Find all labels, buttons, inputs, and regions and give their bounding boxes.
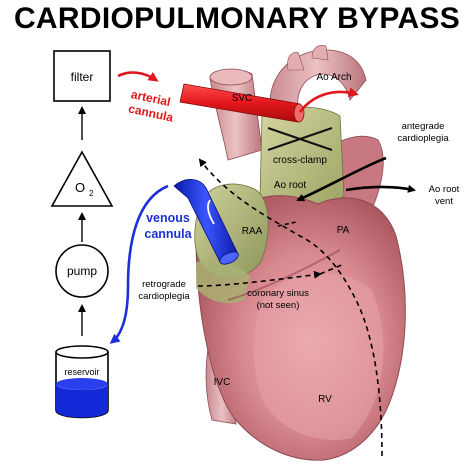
svc-label: SVC [232, 93, 253, 104]
antegrade-label-1: antegrade [402, 121, 445, 132]
reservoir-blood-surface [56, 378, 108, 390]
filter-label: filter [71, 70, 94, 84]
dashed-paths [197, 158, 383, 457]
rv-region [253, 273, 384, 441]
ao-root-label: Ao root [274, 180, 306, 191]
retrograde-label-2: cardioplegia [138, 291, 190, 302]
rv-label: RV [318, 394, 332, 405]
arch-branch-1 [287, 51, 305, 71]
raa-label: RAA [242, 226, 263, 237]
retrograde-path [197, 270, 322, 287]
heart-illustration [194, 45, 406, 461]
venous-cannula-label-1: venous [146, 211, 190, 225]
cross-clamp-label: cross-clamp [273, 155, 327, 166]
pa-label: PA [337, 225, 350, 236]
coronary-venous-path [198, 158, 383, 457]
root-lines: antegrade cardioplegia Ao root vent [296, 121, 460, 207]
retrograde-label-1: retrograde [142, 279, 186, 290]
raa-path [277, 221, 297, 227]
venous-return-arrow [109, 184, 169, 344]
ao-root-vent-label-1: Ao root [429, 184, 460, 195]
ao-root-vent-label-2: vent [435, 196, 453, 207]
ivc-label: IVC [214, 377, 231, 388]
bypass-circuit: filter O 2 pump reservoir [50, 50, 114, 419]
svc-opening [209, 68, 253, 86]
cross-clamp: cross-clamp [267, 127, 333, 166]
venous-cannula-tip [219, 251, 239, 265]
page-title: CARDIOPULMONARY BYPASS [13, 2, 461, 35]
oxygenator-triangle [50, 150, 114, 207]
arterial-outflow-arrow [298, 87, 359, 113]
oxygenator-subscript: 2 [89, 189, 94, 198]
coronary-sinus-label-2: (not seen) [257, 300, 300, 311]
filter-box [53, 50, 111, 102]
coronary-sinus-path [319, 263, 345, 275]
reservoir-top [55, 345, 109, 359]
arterial-flow-arrow [117, 71, 159, 82]
reservoir-blood [56, 384, 108, 418]
arterial-cannula-tip [293, 103, 305, 123]
pump-label: pump [67, 264, 97, 278]
arch-branch-2 [311, 45, 329, 61]
ao-arch-label: Ao Arch [316, 72, 351, 83]
venous-flow-indicator [207, 199, 215, 225]
reservoir-label: reservoir [64, 367, 99, 377]
antegrade-label-2: cardioplegia [397, 133, 449, 144]
ra-lower [196, 260, 250, 304]
oxygenator-label: O [75, 180, 85, 195]
antegrade-cardioplegia-arrow [296, 156, 387, 202]
anatomy-labels: SVC Ao Arch Ao root RAA PA retrograde ca… [138, 72, 351, 405]
cross-clamp-jaw-2 [267, 127, 333, 151]
coronary-sinus-label-1: coronary sinus [247, 288, 309, 299]
pump-circle [55, 244, 109, 298]
ao-root-vent-arrow [345, 184, 416, 193]
venous-line: venous cannula [109, 179, 239, 344]
venous-cannula-label-2: cannula [144, 227, 192, 241]
